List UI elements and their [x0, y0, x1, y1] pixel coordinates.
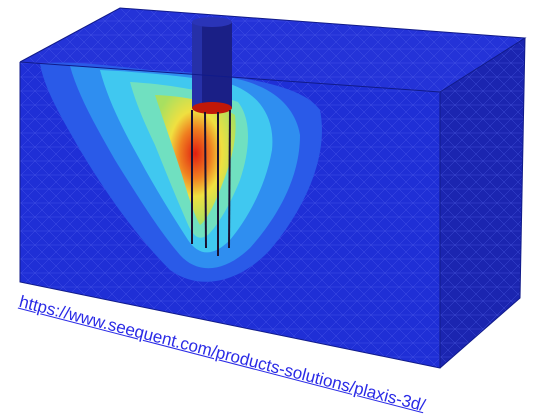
pile-shafts — [191, 109, 231, 256]
pile-column — [192, 17, 232, 114]
block-edges — [19, 7, 527, 369]
